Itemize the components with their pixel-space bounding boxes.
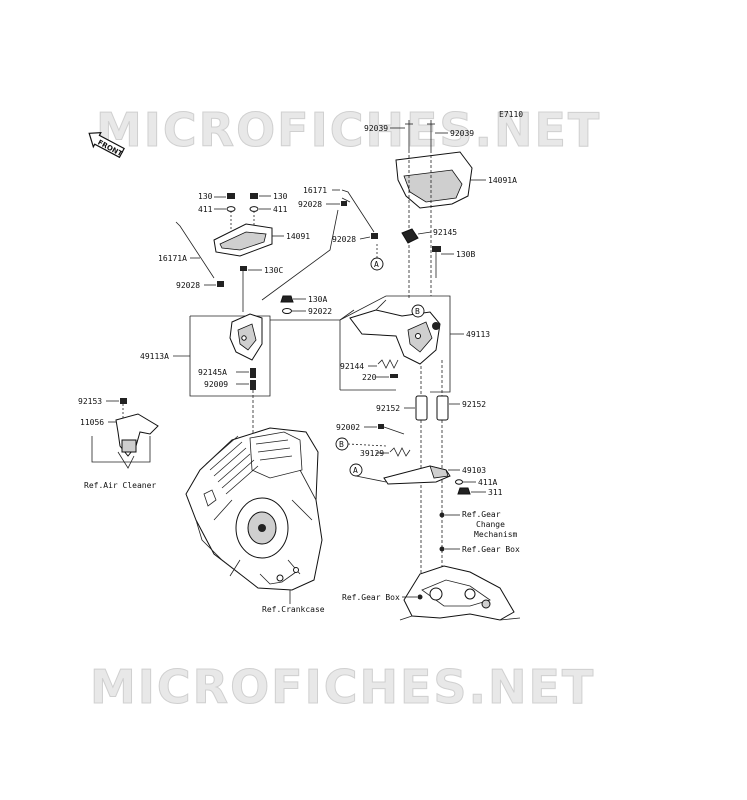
label-411A: 411A [478,478,497,487]
collar-92152-right [436,395,449,421]
clip-92028-right [371,233,378,239]
pin-220 [390,374,398,378]
label-411-b: 411 [273,205,288,214]
label-311: 311 [488,488,503,497]
marker-B-top [411,304,425,318]
marker-A-top-label: A [374,260,379,269]
label-92028-c: 92028 [176,281,200,290]
label-92153: 92153 [78,397,102,406]
label-92152-a: 92152 [376,404,400,413]
label-92145: 92145 [433,228,457,237]
label-92022: 92022 [308,307,332,316]
ref-gear-box-left: Ref.Gear Box [342,593,400,602]
bolt-130C [240,266,247,312]
label-92145A: 92145A [198,368,227,377]
ref-gear-box-right: Ref.Gear Box [462,545,520,554]
spring-92145A [250,368,256,378]
label-14091: 14091 [286,232,310,241]
collar-92009 [250,380,256,390]
rod-16171A [175,221,215,279]
grommet-92145 [401,228,419,244]
bolt-92039-right [427,120,435,150]
clip-92028-left [217,281,224,287]
label-16171A: 16171A [158,254,187,263]
label-411-a: 411 [198,205,213,214]
watermark-bottom: MICROFICHES.NET [90,660,595,714]
label-130-b: 130 [273,192,288,201]
watermark-top: MICROFICHES.NET [96,103,601,157]
label-49113A: 49113A [140,352,169,361]
collar-92152-left [415,395,428,421]
label-11056: 11056 [80,418,104,427]
box-49113 [339,295,451,393]
washer-411A [455,479,463,485]
bolt-130-right [250,193,258,199]
ref-air-cleaner: Ref.Air Cleaner [84,481,156,490]
label-130A: 130A [308,295,327,304]
ref-gear-change-line3: Mechanism [474,530,518,539]
bracket-49113A [229,313,263,361]
label-49113: 49113 [466,330,490,339]
label-92039-b: 92039 [450,129,474,138]
lever-49103 [355,465,451,485]
nut-311 [457,487,471,495]
clip-92028-top [341,201,347,206]
washer-411-left [226,206,236,212]
label-92039-a: 92039 [364,124,388,133]
label-92028-b: 92028 [332,235,356,244]
bolt-130-left [227,193,235,199]
marker-B-top-label: B [415,307,420,316]
cover-14091A [395,150,473,300]
label-92152-b: 92152 [462,400,486,409]
gear-box-sketch [399,565,521,621]
spring-39129 [389,447,411,457]
washer-92022 [282,308,292,314]
bolt-92002 [378,424,405,435]
ref-crankcase: Ref.Crankcase [262,605,325,614]
rod-16171 [341,189,375,233]
label-39129: 39129 [360,449,384,458]
marker-A-bottom-label: A [353,466,358,475]
bracket-11056 [115,413,159,469]
spring-92144 [377,359,399,369]
bolt-130B [432,246,441,278]
label-92028-a: 92028 [298,200,322,209]
ref-gear-change-line1: Ref.Gear [462,510,501,519]
marker-B-bottom-label: B [339,440,344,449]
label-92009: 92009 [204,380,228,389]
label-92144: 92144 [340,362,364,371]
label-49103: 49103 [462,466,486,475]
label-16171: 16171 [303,186,327,195]
label-130B: 130B [456,250,475,259]
label-220: 220 [362,373,377,382]
washer-411-right [249,206,259,212]
bolt-92153 [120,398,127,404]
bolt-92039-left [405,120,413,150]
bracket-49113 [349,299,441,365]
box-49113A [189,315,271,397]
label-92002: 92002 [336,423,360,432]
engine-crankcase-sketch [185,427,323,591]
label-130C: 130C [264,266,283,275]
label-130-a: 130 [198,192,213,201]
diagram-code: E7110 [499,110,523,119]
ref-gear-change-line2: Change [476,520,505,529]
label-14091A: 14091A [488,176,517,185]
bolt-130A [280,295,294,303]
cover-14091 [213,223,273,257]
